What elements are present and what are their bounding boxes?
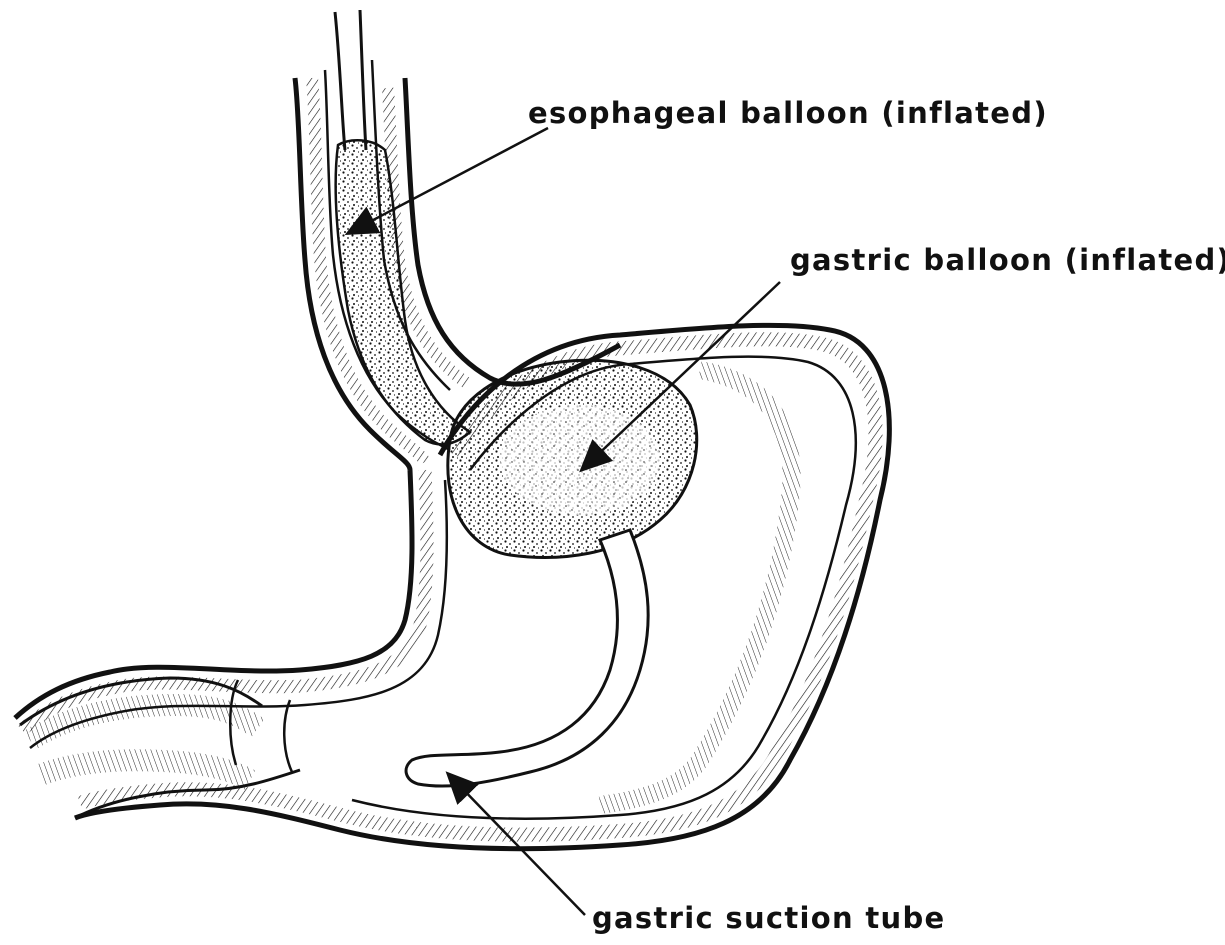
duodenum-texture <box>30 705 258 780</box>
tube-shaft <box>335 10 366 150</box>
esophageal-balloon <box>336 140 470 444</box>
esophageal-balloon-label: esophageal balloon (inflated) <box>528 99 1048 128</box>
gastric-suction-tube <box>406 530 648 786</box>
gastric-balloon-highlight-stipple <box>500 405 660 515</box>
gastric-suction-tube-label: gastric suction tube <box>592 904 945 933</box>
gastric-balloon-label: gastric balloon (inflated) <box>790 246 1225 275</box>
